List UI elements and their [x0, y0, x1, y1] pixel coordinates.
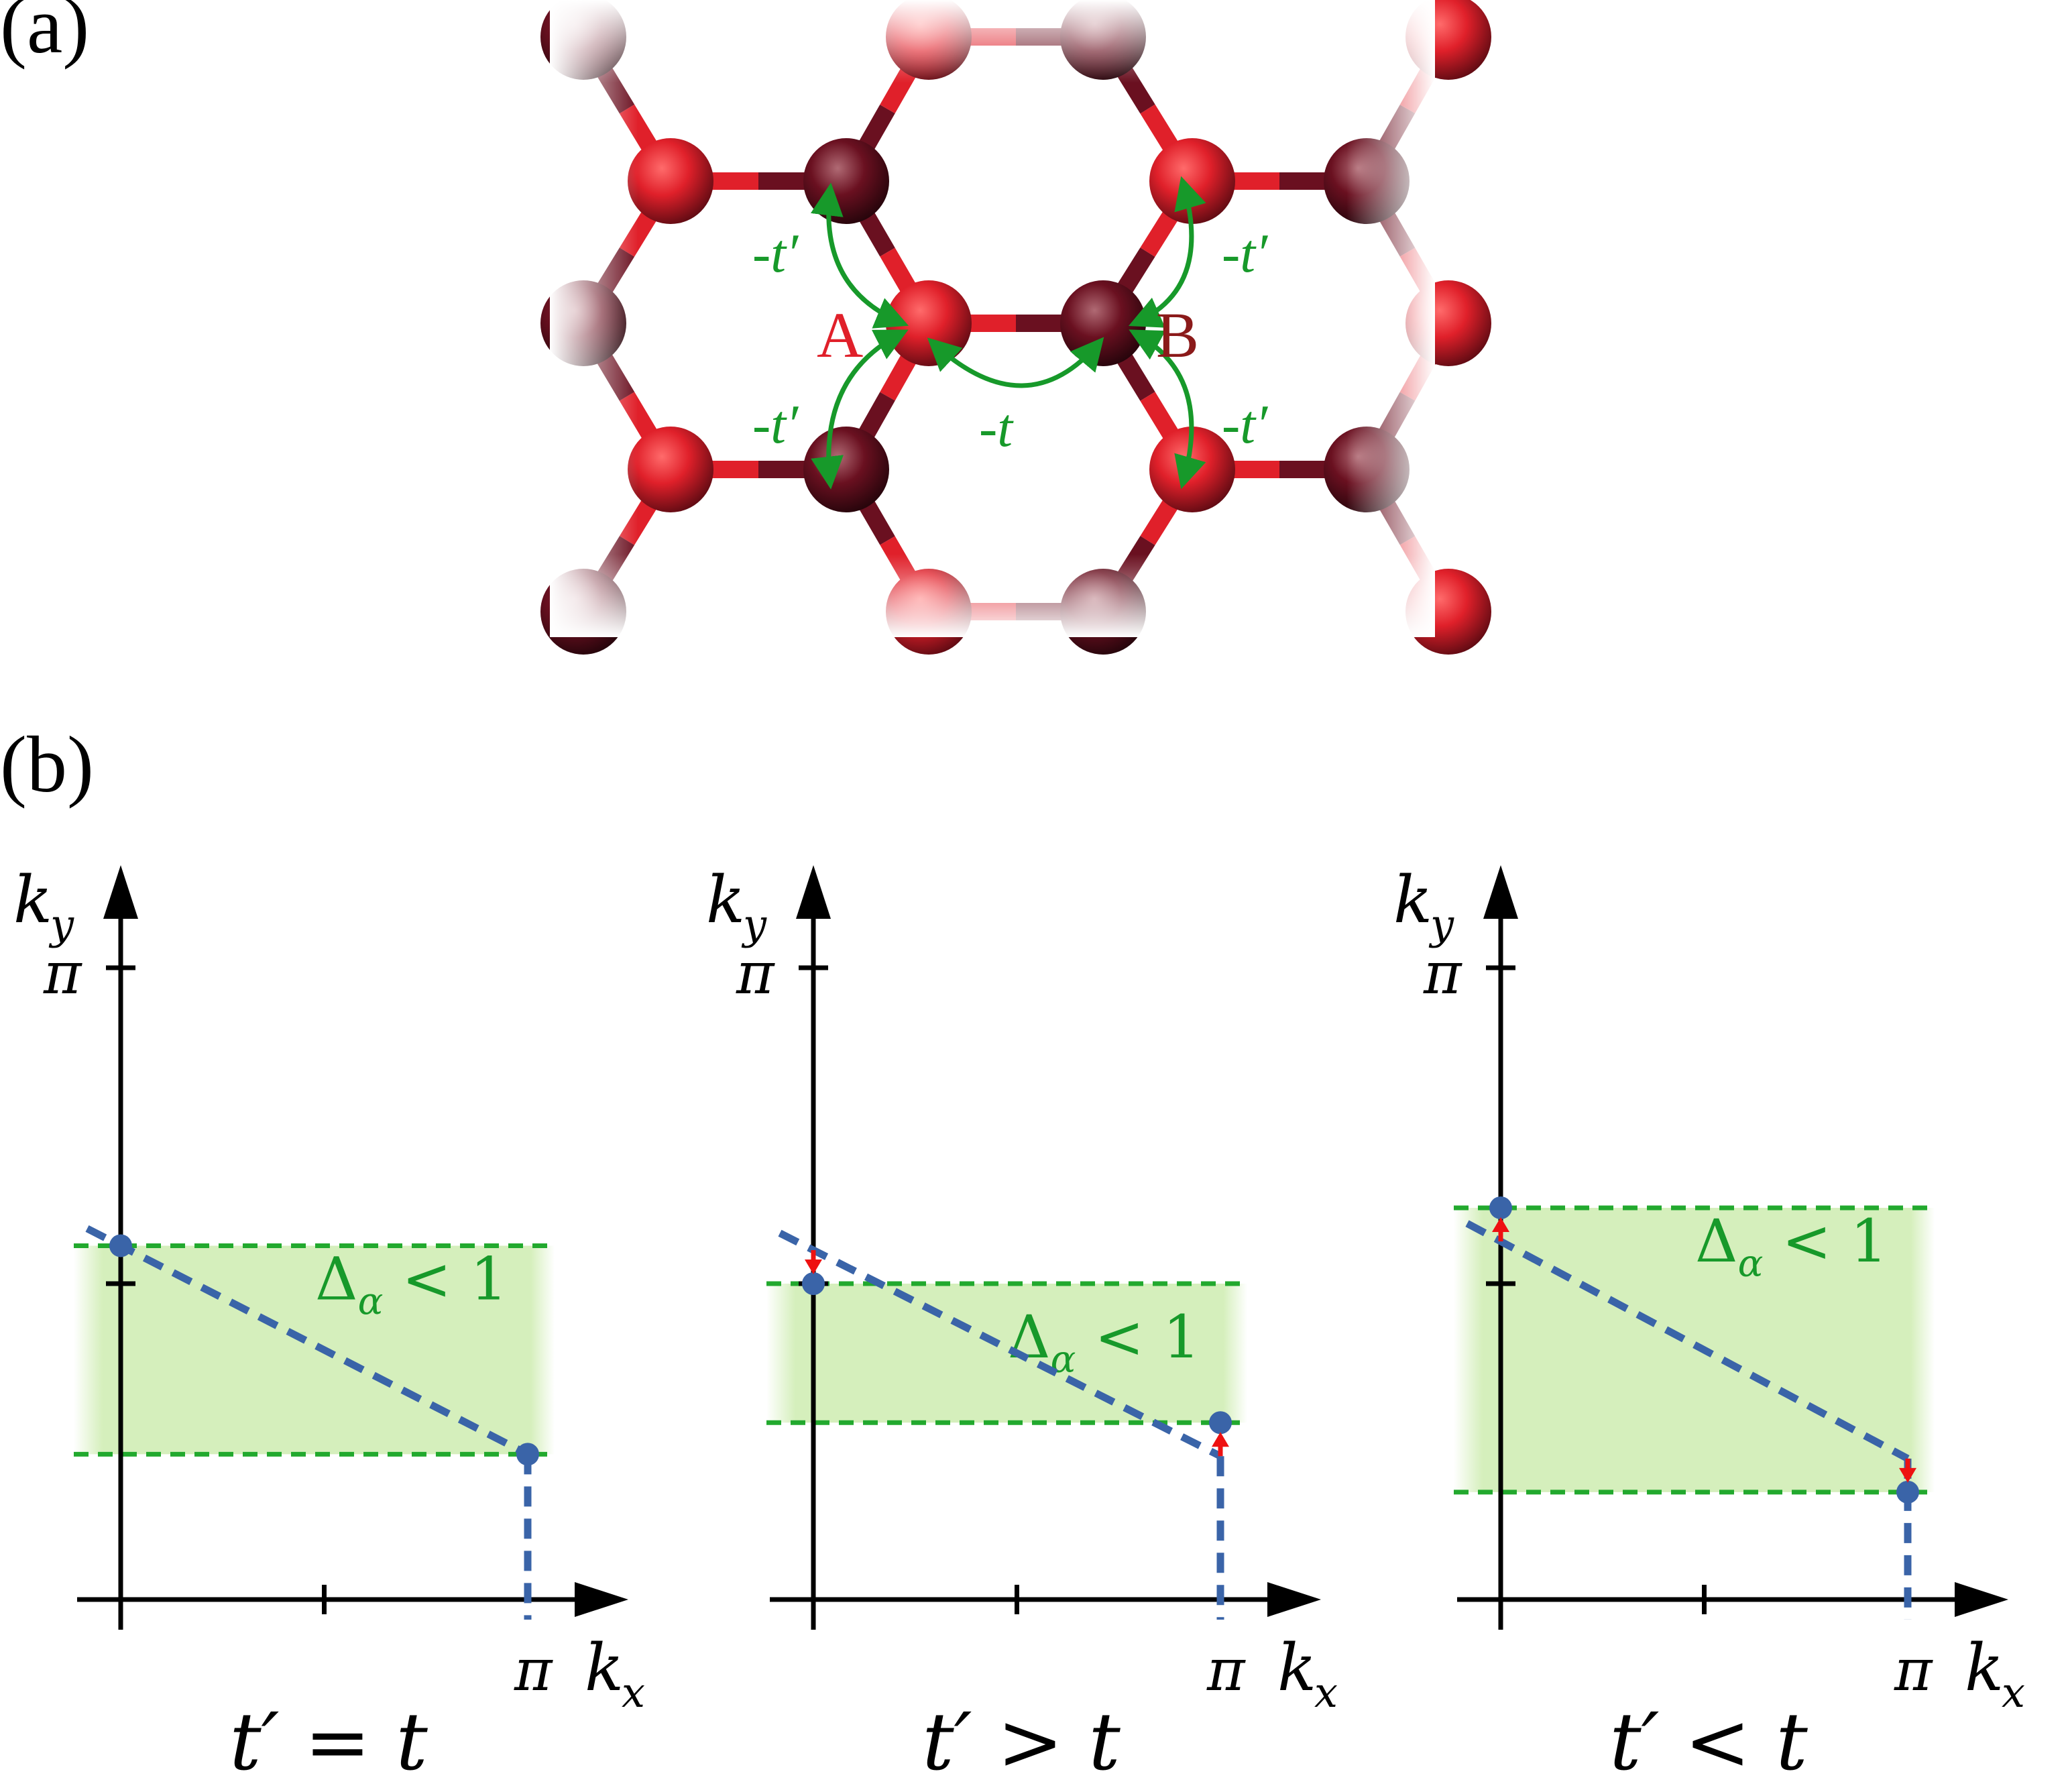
hop-label-lower-right: -t′ — [1222, 394, 1268, 455]
ky-pi-label: π — [1423, 940, 1462, 1007]
shift-arrow-ky-head — [805, 1259, 822, 1274]
site-label-a: A — [817, 299, 863, 371]
kx-label: k — [585, 1630, 624, 1705]
site-label-b: B — [1156, 299, 1199, 371]
ky-axis-arrowhead — [796, 865, 831, 919]
hop-label-upper-right: -t′ — [1222, 223, 1268, 284]
hop-arrow-b-lower — [1129, 329, 1206, 490]
kx-axis-arrowhead — [1267, 1582, 1321, 1617]
condition-label: t′ > t — [922, 1695, 1121, 1788]
panel-a-label: (a) — [0, 0, 89, 70]
kx-label: k — [1965, 1630, 2004, 1705]
kx-label-sub: x — [622, 1668, 645, 1717]
ky-label-sub: y — [1428, 900, 1454, 949]
kx-label-sub: x — [1314, 1668, 1338, 1717]
gap-condition-label: Δα < 1 — [1008, 1302, 1200, 1382]
band-edge-point-kx — [516, 1443, 539, 1466]
ky-axis-arrowhead — [103, 865, 138, 919]
hop-label-nearest: -t — [979, 397, 1014, 458]
hopping-arrows — [810, 176, 1206, 490]
shift-arrow-kx-head — [1212, 1432, 1229, 1447]
lattice-fade-vertical — [550, 0, 1435, 637]
kx-label-sub: x — [2002, 1668, 2025, 1717]
hop-arrow-a-b — [927, 337, 1104, 388]
kx-pi-label: π — [514, 1637, 553, 1704]
shift-arrow-kx-head — [1899, 1467, 1916, 1483]
hop-label-upper-left: -t′ — [752, 223, 799, 284]
fermi-boundary-line — [85, 1225, 530, 1458]
ky-label-sub: y — [48, 900, 74, 949]
gap-condition-label: Δα < 1 — [315, 1244, 508, 1323]
kx-axis-arrowhead — [575, 1582, 628, 1617]
gap-band — [766, 1284, 1247, 1423]
band-edge-point-kx — [1896, 1480, 1919, 1504]
kx-pi-label: π — [1206, 1637, 1246, 1704]
fermi-boundary-line — [778, 1229, 1222, 1460]
band-edge-point-ky — [802, 1272, 825, 1295]
condition-label: t′ < t — [1609, 1695, 1808, 1788]
kx-label: k — [1277, 1630, 1316, 1705]
hop-label-lower-left: -t′ — [752, 394, 799, 455]
panel-b-label: (b) — [0, 720, 94, 809]
band-edge-point-kx — [1209, 1411, 1232, 1435]
gap-condition-label: Δα < 1 — [1695, 1207, 1888, 1286]
ky-pi-label: π — [736, 940, 775, 1007]
ky-label: k — [1393, 862, 1432, 938]
ky-label-sub: y — [741, 900, 767, 949]
hop-arrow-b-upper — [1129, 176, 1206, 328]
shift-arrow-ky-head — [1492, 1217, 1509, 1232]
kx-pi-label: π — [1894, 1637, 1933, 1704]
condition-label: t′ = t — [229, 1695, 428, 1788]
ky-axis-arrowhead — [1483, 865, 1518, 919]
kx-axis-arrowhead — [1955, 1582, 2008, 1617]
gap-band — [74, 1245, 555, 1455]
hop-arrow-a-upper — [810, 182, 909, 329]
honeycomb-lattice — [540, 0, 1491, 655]
ky-label: k — [706, 862, 745, 938]
hop-arrow-a-lower — [811, 329, 909, 490]
ky-label: k — [13, 862, 52, 938]
fermi-boundary-line — [1465, 1220, 1910, 1462]
band-edge-point-ky — [109, 1234, 132, 1257]
ky-pi-label: π — [43, 940, 82, 1007]
band-edge-point-ky — [1489, 1196, 1512, 1219]
